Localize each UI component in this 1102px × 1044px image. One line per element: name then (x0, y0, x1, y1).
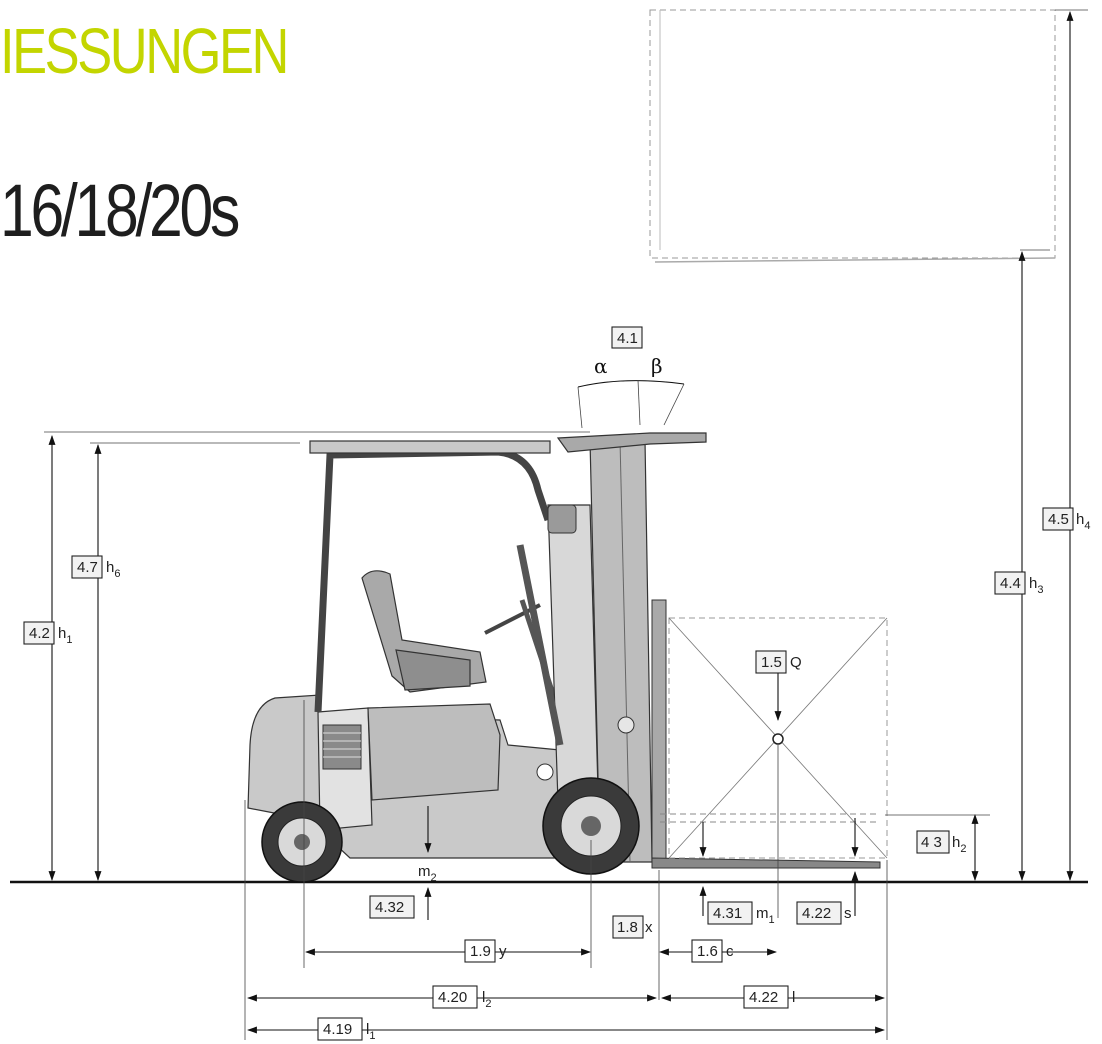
dim-l: 4.22 l (743, 985, 795, 1009)
dim-y: 1.9 y (464, 939, 507, 963)
dim-m2: 4.32 (369, 895, 415, 919)
fork-carriage (651, 599, 667, 866)
load-outline (660, 617, 888, 918)
svg-text:y: y (499, 943, 507, 960)
svg-text:x: x (645, 919, 653, 936)
svg-text:l2: l2 (482, 989, 491, 1010)
svg-text:4 3: 4 3 (921, 834, 942, 851)
svg-text:Q: Q (790, 654, 802, 671)
dim-h2: 4 3 h2 (916, 830, 966, 855)
rear-wheel (261, 801, 343, 883)
tilt-angle-indicator: 4.1 α β (577, 326, 685, 429)
dim-c: 1.6 c (691, 939, 734, 963)
svg-text:h2: h2 (952, 834, 966, 855)
load-center-point (772, 733, 784, 745)
dim-h1: 4.2 h1 (23, 621, 72, 646)
dim-h4: 4.5 h4 (1042, 507, 1090, 532)
svg-text:1.6: 1.6 (697, 943, 718, 960)
dim-s: 4.22 s (796, 901, 852, 925)
dim-x: 1.8 x (612, 915, 653, 939)
dim-box-4-1 (611, 326, 643, 349)
svg-text:4.7: 4.7 (77, 559, 98, 576)
beta-symbol: β (651, 354, 663, 378)
svg-text:4.5: 4.5 (1048, 511, 1069, 528)
fork (651, 857, 881, 869)
m2-symbol: m2 (418, 863, 437, 884)
svg-text:s: s (844, 905, 852, 922)
svg-text:4.2: 4.2 (29, 625, 50, 642)
raised-load-outline (649, 9, 1056, 263)
dim-l1: 4.19 l1 (317, 1017, 375, 1042)
svg-text:l: l (792, 989, 795, 1006)
svg-text:4.20: 4.20 (438, 989, 467, 1006)
front-wheel (542, 777, 640, 875)
svg-text:4.31: 4.31 (713, 905, 742, 922)
svg-text:l1: l1 (366, 1021, 375, 1042)
model-number: 16/18/20s (0, 169, 240, 252)
svg-text:1.9: 1.9 (470, 943, 491, 960)
dim-h3: 4.4 h3 (994, 571, 1043, 596)
svg-text:4.32: 4.32 (375, 899, 404, 916)
svg-text:4.22: 4.22 (749, 989, 778, 1006)
dim-load-q: 1.5 Q (755, 650, 802, 674)
svg-text:h3: h3 (1029, 575, 1043, 596)
svg-text:1.5: 1.5 (761, 654, 782, 671)
dim-m1: 4.31 m1 (707, 901, 775, 926)
svg-text:1.8: 1.8 (617, 919, 638, 936)
svg-text:h4: h4 (1076, 511, 1090, 532)
dim-l2: 4.20 l2 (432, 985, 491, 1010)
svg-text:h1: h1 (58, 625, 72, 646)
svg-text:c: c (726, 943, 734, 960)
svg-text:4.19: 4.19 (323, 1021, 352, 1038)
forklift-truck (247, 432, 881, 968)
alpha-symbol: α (594, 354, 608, 378)
dim-4-1-label: 4.1 (617, 330, 638, 347)
svg-text:4.4: 4.4 (1000, 575, 1021, 592)
svg-text:m1: m1 (756, 905, 775, 926)
dim-h6: 4.7 h6 (71, 555, 120, 580)
svg-text:h6: h6 (106, 559, 120, 580)
svg-text:4.22: 4.22 (802, 905, 831, 922)
page-title: IESSUNGEN (0, 15, 289, 87)
